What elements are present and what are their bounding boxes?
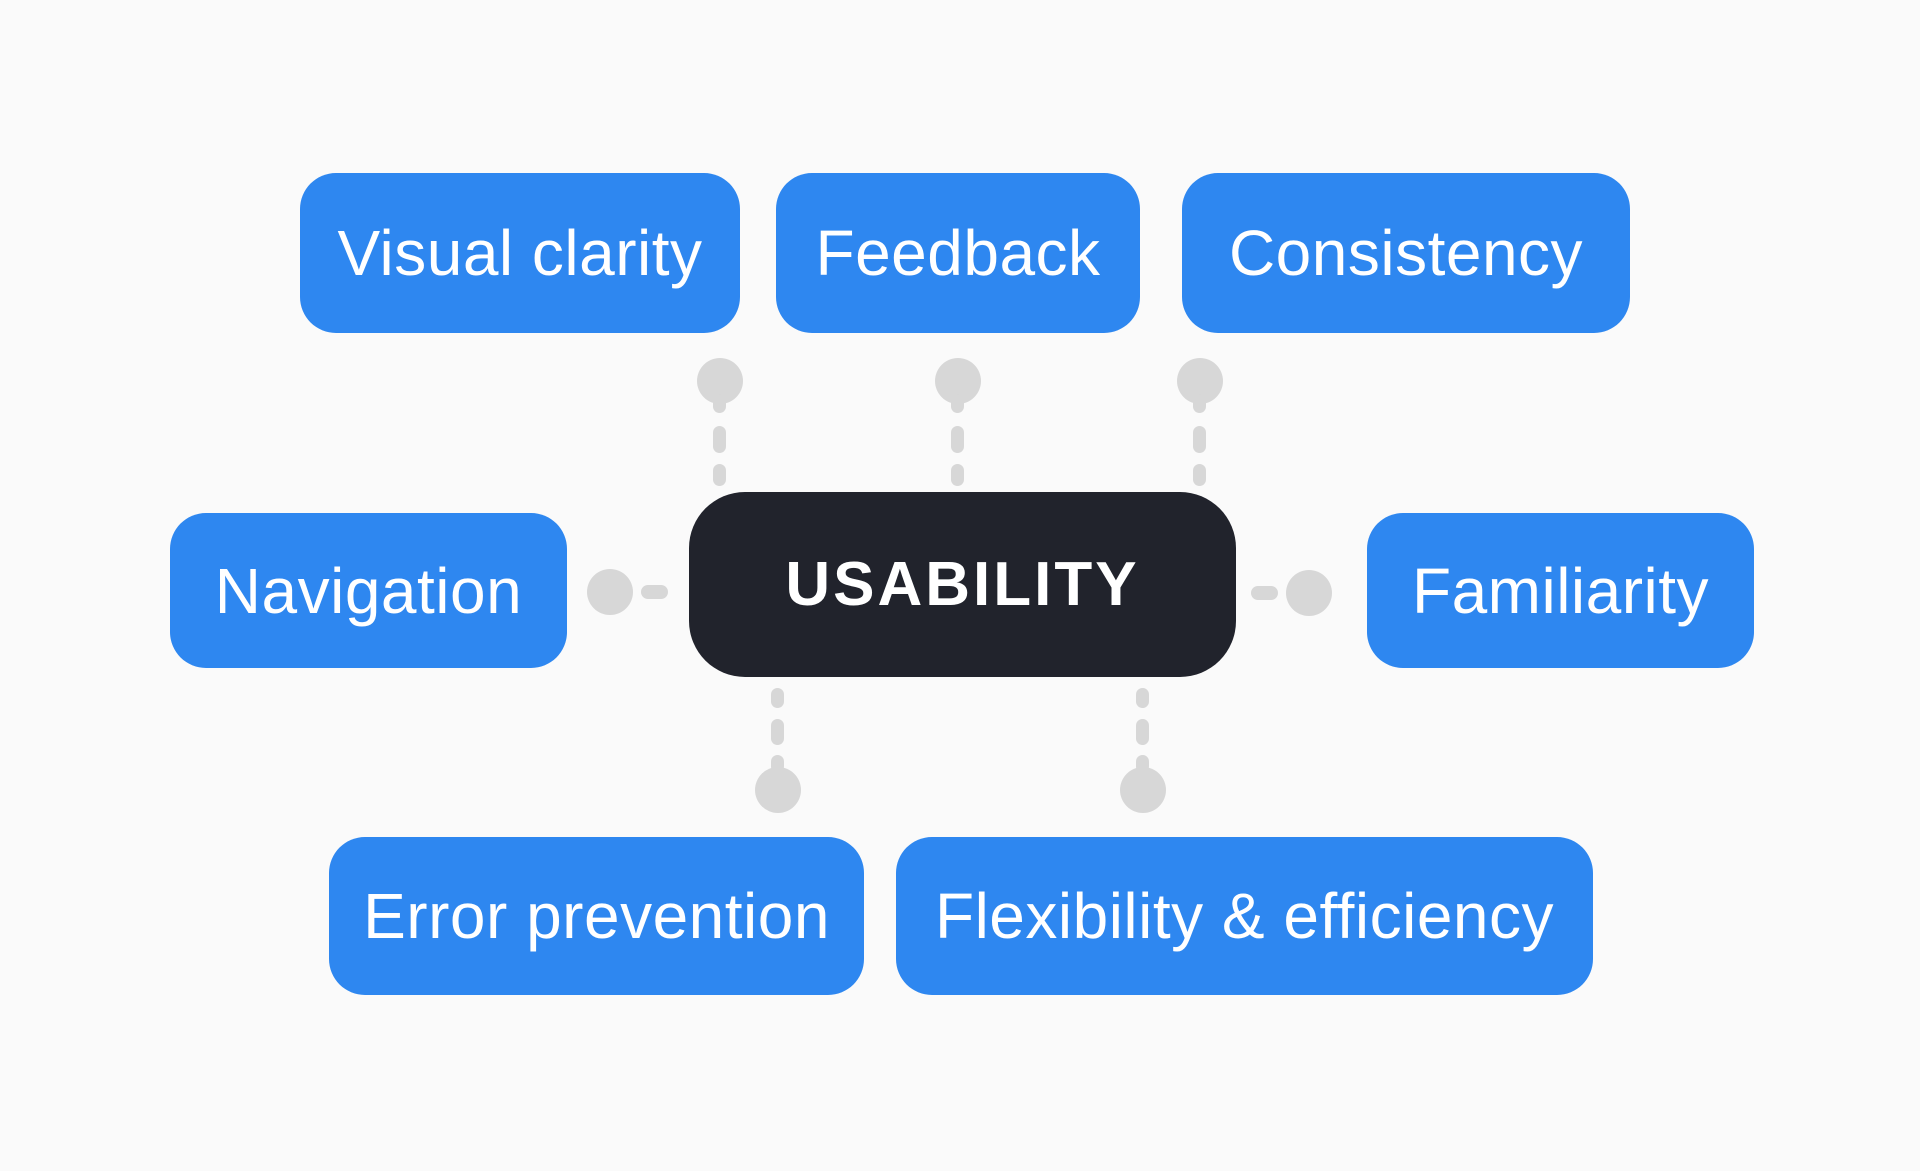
connector-dash bbox=[951, 394, 964, 413]
connector-dash bbox=[1136, 688, 1149, 708]
node-feedback: Feedback bbox=[776, 173, 1140, 333]
connector-dash bbox=[713, 464, 726, 486]
node-familiarity: Familiarity bbox=[1367, 513, 1754, 668]
connector-dot bbox=[1286, 570, 1332, 616]
node-flexibility-efficiency: Flexibility & efficiency bbox=[896, 837, 1593, 995]
connector-dot bbox=[755, 767, 801, 813]
connector-dash bbox=[1193, 394, 1206, 413]
node-consistency: Consistency bbox=[1182, 173, 1630, 333]
node-error-prevention-label: Error prevention bbox=[363, 880, 830, 952]
connector-dash bbox=[771, 719, 784, 745]
connector-dot bbox=[587, 569, 633, 615]
connector-dash bbox=[713, 426, 726, 453]
connector-dash bbox=[771, 688, 784, 708]
node-navigation-label: Navigation bbox=[214, 554, 523, 627]
node-visual-clarity-label: Visual clarity bbox=[337, 217, 703, 289]
connector-dot bbox=[1120, 767, 1166, 813]
node-flexibility-efficiency-label: Flexibility & efficiency bbox=[934, 880, 1555, 952]
connector-dash bbox=[1251, 586, 1278, 600]
node-navigation: Navigation bbox=[170, 513, 567, 668]
node-familiarity-label: Familiarity bbox=[1411, 554, 1710, 627]
connector-dash bbox=[1193, 426, 1206, 453]
connector-dash bbox=[713, 394, 726, 413]
connector-dash bbox=[641, 585, 668, 599]
connector-dash bbox=[1136, 719, 1149, 745]
connector-dash bbox=[951, 426, 964, 453]
node-usability-label: USABILITY bbox=[785, 550, 1140, 619]
node-feedback-label: Feedback bbox=[815, 217, 1101, 289]
node-visual-clarity: Visual clarity bbox=[300, 173, 740, 333]
node-error-prevention: Error prevention bbox=[329, 837, 864, 995]
connector-dash bbox=[1193, 464, 1206, 486]
node-usability-center: USABILITY bbox=[689, 492, 1236, 677]
node-consistency-label: Consistency bbox=[1228, 217, 1584, 289]
connector-dash bbox=[951, 464, 964, 486]
